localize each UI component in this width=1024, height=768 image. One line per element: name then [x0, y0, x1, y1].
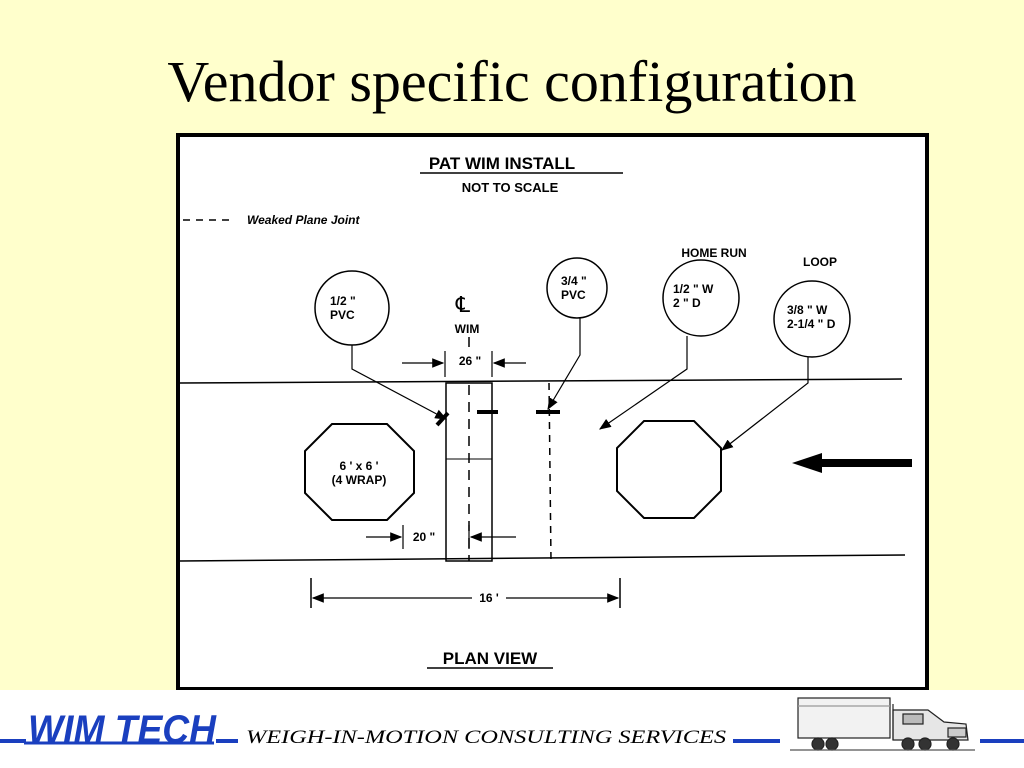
- weakened-plane-joint: [548, 382, 552, 562]
- callout-pvc-three-quarter-type: PVC: [561, 288, 586, 302]
- loop-wrap-label: (4 WRAP): [332, 473, 387, 487]
- dim-26-label: 26 ": [459, 354, 481, 368]
- leader-pvc-three-quarter: [547, 318, 581, 411]
- leader-loop: [721, 357, 809, 451]
- callout-home-run-width: 1/2 " W: [673, 282, 714, 296]
- callout-home-run-depth: 2 " D: [673, 296, 701, 310]
- road-edge-bottom: [180, 554, 906, 562]
- slide-title: Vendor specific configuration: [167, 49, 857, 114]
- leader-pvc-half: [351, 345, 448, 420]
- loop-right: [616, 420, 722, 519]
- centerline-symbol: ℄: [455, 292, 471, 317]
- footer-graphic: WIM TECH WEIGH-IN-MOTION CONSULTING SERV…: [0, 697, 1024, 752]
- drawing-subheading: NOT TO SCALE: [462, 180, 559, 195]
- callout-pvc-three-quarter-size: 3/4 ": [561, 274, 587, 288]
- dim-16-label: 16 ': [479, 591, 499, 605]
- callout-loop-width: 3/8 " W: [787, 303, 828, 317]
- footer-banner: WIM TECH WEIGH-IN-MOTION CONSULTING SERV…: [0, 690, 1024, 768]
- traffic-direction-arrow: [792, 453, 822, 473]
- loop-size-label: 6 ' x 6 ': [339, 459, 378, 473]
- loop-left: [304, 423, 415, 521]
- callout-pvc-half-size: 1/2 ": [330, 294, 356, 308]
- callout-pvc-half-type: PVC: [330, 308, 355, 322]
- drawing-heading: PAT WIM INSTALL: [429, 154, 575, 173]
- callout-loop: [773, 280, 851, 358]
- dim-20-label: 20 ": [413, 530, 435, 544]
- callout-home-run: [662, 259, 740, 337]
- loop-title: LOOP: [803, 255, 837, 269]
- footer-tagline: WEIGH-IN-MOTION CONSULTING SERVICES: [246, 727, 727, 748]
- callout-loop-depth: 2-1/4 " D: [787, 317, 836, 331]
- installation-drawing: PAT WIM INSTALL NOT TO SCALE Weaked Plan…: [176, 133, 929, 691]
- road-edge-top: [180, 378, 903, 384]
- home-run-title: HOME RUN: [681, 246, 746, 260]
- truck-icon: [790, 697, 975, 751]
- footer-logo: WIM TECH: [28, 708, 217, 752]
- callout-pvc-three-quarter: [546, 257, 608, 319]
- centerline-label: WIM: [455, 322, 480, 336]
- plan-view-diagram: PAT WIM INSTALL NOT TO SCALE Weaked Plan…: [180, 154, 912, 669]
- plan-view-label: PLAN VIEW: [443, 649, 538, 668]
- leader-home-run: [599, 336, 688, 430]
- legend-label: Weaked Plane Joint: [247, 213, 360, 227]
